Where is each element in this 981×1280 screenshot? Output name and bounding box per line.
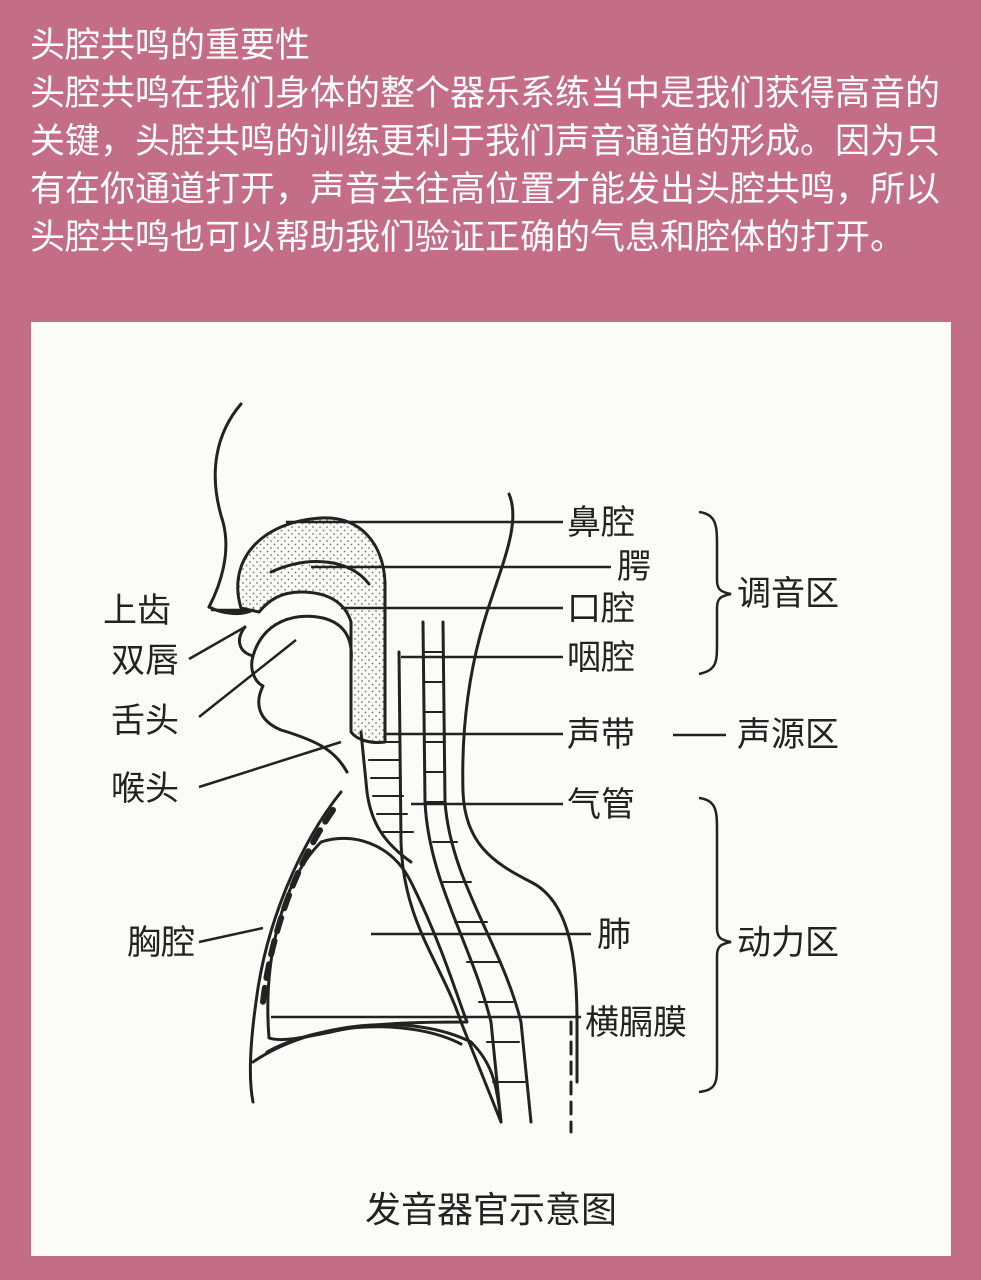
label-diaphragm: 横膈膜 xyxy=(585,1003,687,1043)
neck-back xyxy=(461,492,579,1084)
spine-back xyxy=(441,620,533,1124)
lower-lip-chin xyxy=(237,625,349,774)
lung-shape xyxy=(266,836,469,1042)
zone-source: 声源区 xyxy=(737,715,839,755)
upper-lip xyxy=(207,605,255,616)
spine-vertebrae xyxy=(424,651,526,1083)
diaphragm-inner xyxy=(265,1025,463,1054)
label-nasal-cavity: 鼻腔 xyxy=(567,503,635,543)
label-pharynx: 咽腔 xyxy=(567,638,635,678)
intro-paragraph: 头腔共鸣在我们身体的整个器乐系练当中是我们获得高音的关键，头腔共鸣的训练更利于我… xyxy=(30,74,941,258)
label-vocal-cords: 声带 xyxy=(567,715,635,755)
tongue-shape xyxy=(251,614,353,664)
zone-braces xyxy=(698,510,732,1094)
label-lips: 双唇 xyxy=(111,641,179,681)
header: 头腔共鸣的重要性 头腔共鸣在我们身体的整个器乐系练当中是我们获得高音的关键，头腔… xyxy=(30,22,960,262)
chest-wall xyxy=(248,790,343,1104)
label-lungs: 肺 xyxy=(597,915,631,955)
label-chest-cavity: 胸腔 xyxy=(127,923,195,963)
leader-lines xyxy=(188,520,726,1019)
brace-power xyxy=(698,796,732,1094)
brace-articulation xyxy=(698,510,732,676)
label-trachea: 气管 xyxy=(567,785,635,825)
label-upper-teeth: 上齿 xyxy=(103,591,171,631)
pharynx-wall xyxy=(397,650,503,1124)
trachea-front xyxy=(359,730,413,864)
page-title: 头腔共鸣的重要性 xyxy=(30,26,311,66)
vocal-organs-diagram: 鼻腔 腭 口腔 咽腔 声带 气管 肺 横膈膜 调音区 声源区 动力区 上齿 双唇… xyxy=(103,402,839,1231)
label-oral-cavity: 口腔 xyxy=(567,589,635,629)
label-palate: 腭 xyxy=(617,547,651,587)
diagram-panel: 鼻腔 腭 口腔 咽腔 声带 气管 肺 横膈膜 调音区 声源区 动力区 上齿 双唇… xyxy=(31,322,951,1256)
diagram-caption: 发音器官示意图 xyxy=(365,1190,617,1231)
zone-articulation: 调音区 xyxy=(737,574,839,614)
zone-power: 动力区 xyxy=(737,923,839,963)
palate-curve xyxy=(269,560,371,586)
chest-wall-inner xyxy=(260,807,336,1005)
label-tongue: 舌头 xyxy=(111,701,179,741)
label-larynx: 喉头 xyxy=(111,769,179,809)
trachea-rings xyxy=(368,741,414,833)
